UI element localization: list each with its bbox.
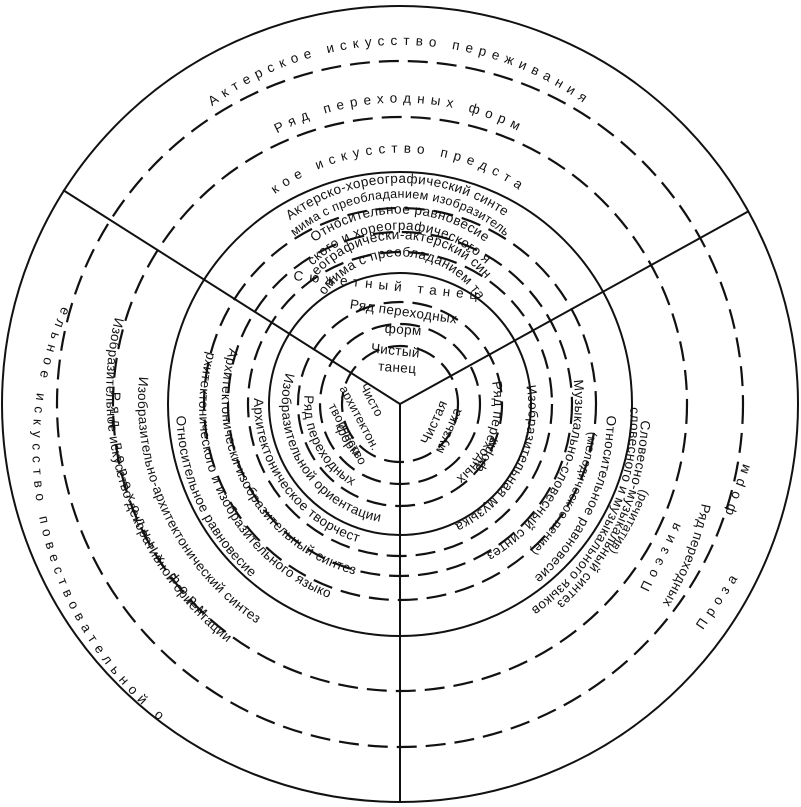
divider-left [62, 189, 401, 405]
theater-transitional-label: Ряд переходных форм [272, 90, 529, 136]
music-transitional-2: форм [721, 456, 755, 517]
divider-right [399, 210, 750, 405]
theater-inner-transitional-2: форм [384, 321, 422, 339]
theater-pure-dance-line-1: Чистый [370, 340, 420, 360]
music-prose-label: Проза [693, 567, 744, 632]
theater-pure-dance-line-2: танец [378, 359, 417, 377]
visual-depictive-label: Изобразительное искусство повествователь… [0, 0, 172, 727]
